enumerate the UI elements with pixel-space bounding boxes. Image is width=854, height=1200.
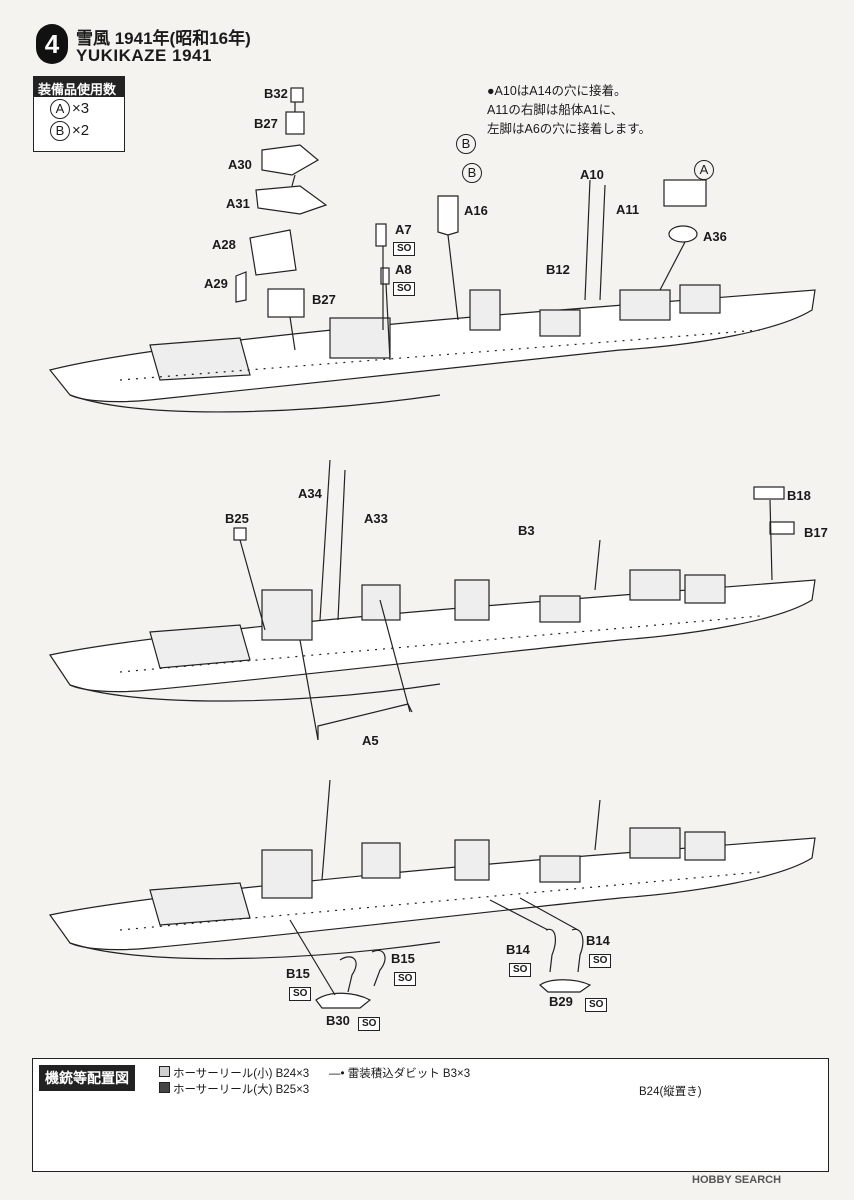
- middle-exploded-parts: [233, 486, 795, 741]
- step-number-badge: 4: [36, 24, 68, 64]
- label-b17: B17: [804, 525, 828, 540]
- label-b30: B30: [326, 1013, 350, 1028]
- parts-usage-box: 装備品使用数 A×3 B×2: [33, 76, 125, 152]
- label-b27-lower: B27: [312, 292, 336, 307]
- label-a7: A7: [395, 222, 412, 237]
- label-a28: A28: [212, 237, 236, 252]
- note-line-1: ●A10はA14の穴に接着。: [487, 84, 627, 98]
- so-tag-b15-right: SO: [394, 968, 417, 986]
- parts-usage-title: 装備品使用数: [34, 77, 124, 97]
- label-a34: A34: [298, 486, 322, 501]
- part-b-callout-1: B: [456, 134, 478, 154]
- label-a5: A5: [362, 733, 379, 748]
- label-b15-right: B15: [391, 951, 415, 966]
- label-b15-left: B15: [286, 966, 310, 981]
- so-tag-a8: SO: [393, 278, 416, 296]
- part-b-callout-2: B: [462, 163, 484, 183]
- ship-hull-lower: [48, 779, 816, 960]
- so-tag-b15-left: SO: [289, 983, 312, 1001]
- label-a11: A11: [616, 202, 640, 217]
- label-b25: B25: [225, 511, 249, 526]
- label-a10: A10: [580, 167, 604, 182]
- part-b-circle: B: [50, 121, 70, 141]
- label-b14-left: B14: [506, 942, 530, 957]
- part-a-callout: A: [694, 160, 716, 180]
- title-english: YUKIKAZE 1941: [76, 46, 212, 65]
- label-a33: A33: [364, 511, 388, 526]
- so-tag-a7: SO: [393, 238, 416, 256]
- legend-large-reel: ホーサーリール(大) B25×3: [159, 1081, 309, 1097]
- legend-small-reel: ホーサーリール(小) B24×3: [159, 1065, 309, 1081]
- label-b18: B18: [787, 488, 811, 503]
- b24-note: B24(縦置き): [639, 1086, 702, 1098]
- so-tag-b14-left: SO: [509, 959, 532, 977]
- part-a-count: ×3: [72, 100, 90, 117]
- label-b14-right: B14: [586, 933, 610, 948]
- label-b32: B32: [264, 86, 288, 101]
- label-b12: B12: [546, 262, 570, 277]
- large-reel-swatch-icon: [159, 1082, 170, 1093]
- upper-exploded-parts: [235, 87, 707, 361]
- so-tag-b29: SO: [585, 994, 608, 1012]
- label-b29: B29: [549, 994, 573, 1009]
- gun-placement-box: 機銃等配置図 ホーサーリール(小) B24×3 ホーサーリール(大) B25×3…: [32, 1058, 829, 1172]
- ship-hull-middle: [49, 459, 816, 702]
- parts-usage-row-b: B×2: [34, 119, 124, 141]
- davit-symbol-icon: —•: [329, 1068, 345, 1080]
- ship-hull-upper: [48, 179, 816, 413]
- part-b-count: ×2: [72, 122, 90, 139]
- so-tag-b30: SO: [358, 1013, 381, 1031]
- watermark: HOBBY SEARCH: [692, 1174, 782, 1186]
- title-japanese: 雪風 1941年(昭和16年): [76, 29, 251, 48]
- label-a30: A30: [228, 157, 252, 172]
- label-a8: A8: [395, 262, 412, 277]
- gun-placement-title: 機銃等配置図: [39, 1065, 135, 1091]
- label-b3: B3: [518, 523, 535, 538]
- small-reel-swatch-icon: [159, 1066, 170, 1077]
- assembly-note: ●A10はA14の穴に接着。 A11の右脚は船体A1に、 左脚はA6の穴に接着し…: [487, 82, 651, 139]
- so-tag-b14-right: SO: [589, 950, 612, 968]
- label-b27-upper: B27: [254, 116, 278, 131]
- parts-usage-row-a: A×3: [34, 97, 124, 119]
- lower-exploded-parts: [289, 897, 592, 1009]
- label-a36: A36: [703, 229, 727, 244]
- label-a16: A16: [464, 203, 488, 218]
- label-a31: A31: [226, 196, 250, 211]
- note-line-2: A11の右脚は船体A1に、: [487, 103, 624, 117]
- note-line-3: 左脚はA6の穴に接着します。: [487, 122, 652, 136]
- legend-davit: —• 雷装積込ダビット B3×3: [329, 1068, 471, 1080]
- part-a-circle: A: [50, 99, 70, 119]
- label-a29: A29: [204, 276, 228, 291]
